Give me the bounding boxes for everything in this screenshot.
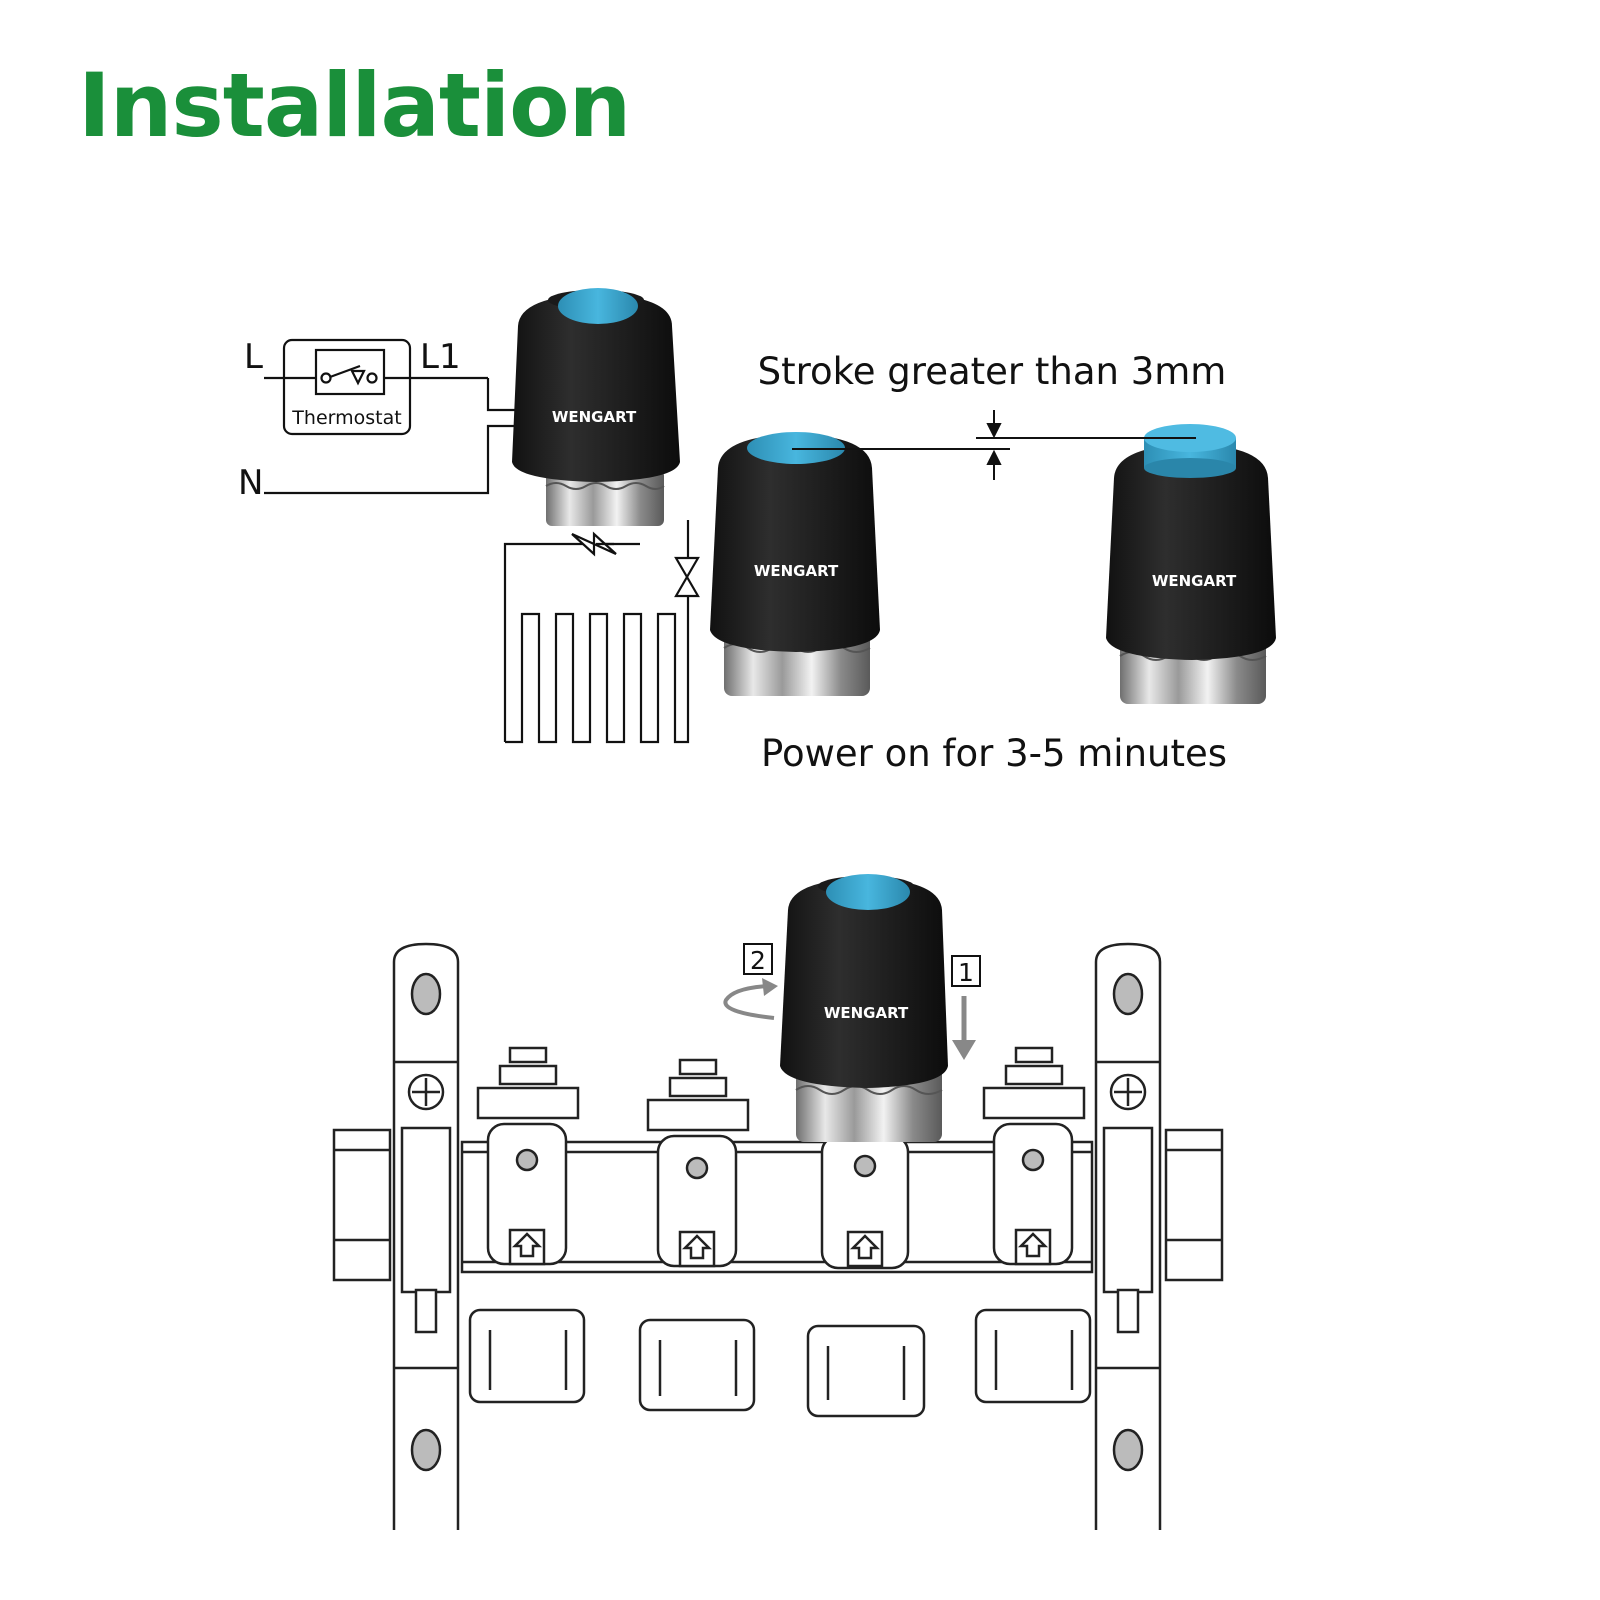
actuator-after-power: WENGART bbox=[1106, 424, 1276, 704]
right-bracket bbox=[1094, 942, 1162, 1530]
actuator-brand: WENGART bbox=[754, 562, 839, 580]
actuator-before-power: WENGART bbox=[710, 432, 880, 696]
actuator-mounted: WENGART bbox=[780, 874, 948, 1142]
thermostat-box bbox=[282, 338, 412, 436]
step-2-label: 2 bbox=[750, 946, 766, 975]
actuator-brand: WENGART bbox=[552, 408, 637, 426]
manifold bbox=[332, 942, 1224, 1530]
neutral-label: N bbox=[238, 463, 263, 503]
wiring-schematic: L L1 N Thermostat bbox=[238, 337, 700, 744]
power-note: Power on for 3-5 minutes bbox=[761, 732, 1227, 775]
valve-port-1 bbox=[468, 1046, 586, 1404]
thermostat-switch-icon bbox=[314, 348, 386, 396]
valve-port-4 bbox=[974, 1046, 1092, 1404]
live-label: L bbox=[244, 337, 263, 377]
valve-symbol bbox=[674, 556, 700, 598]
stroke-dimension bbox=[792, 410, 1196, 480]
rotate-arrow-icon bbox=[723, 984, 775, 1020]
actuator-brand: WENGART bbox=[824, 1004, 909, 1022]
actuator-wired: WENGART bbox=[512, 288, 680, 526]
left-bracket bbox=[392, 942, 460, 1530]
stroke-note: Stroke greater than 3mm bbox=[758, 350, 1227, 393]
valve-symbol bbox=[571, 531, 617, 557]
step-1-label: 1 bbox=[958, 958, 974, 987]
actuator-cap bbox=[826, 874, 910, 910]
actuator-cap bbox=[558, 288, 638, 324]
valve-port-2 bbox=[638, 1058, 756, 1412]
page-title: Installation bbox=[78, 54, 631, 157]
actuator-brand: WENGART bbox=[1152, 572, 1237, 590]
install-step-1: 1 bbox=[951, 955, 981, 1060]
switched-live-label: L1 bbox=[420, 337, 461, 377]
valve-port-3 bbox=[806, 1134, 926, 1418]
install-step-2: 2 bbox=[723, 943, 778, 1020]
thermostat-label: Thermostat bbox=[291, 407, 401, 429]
